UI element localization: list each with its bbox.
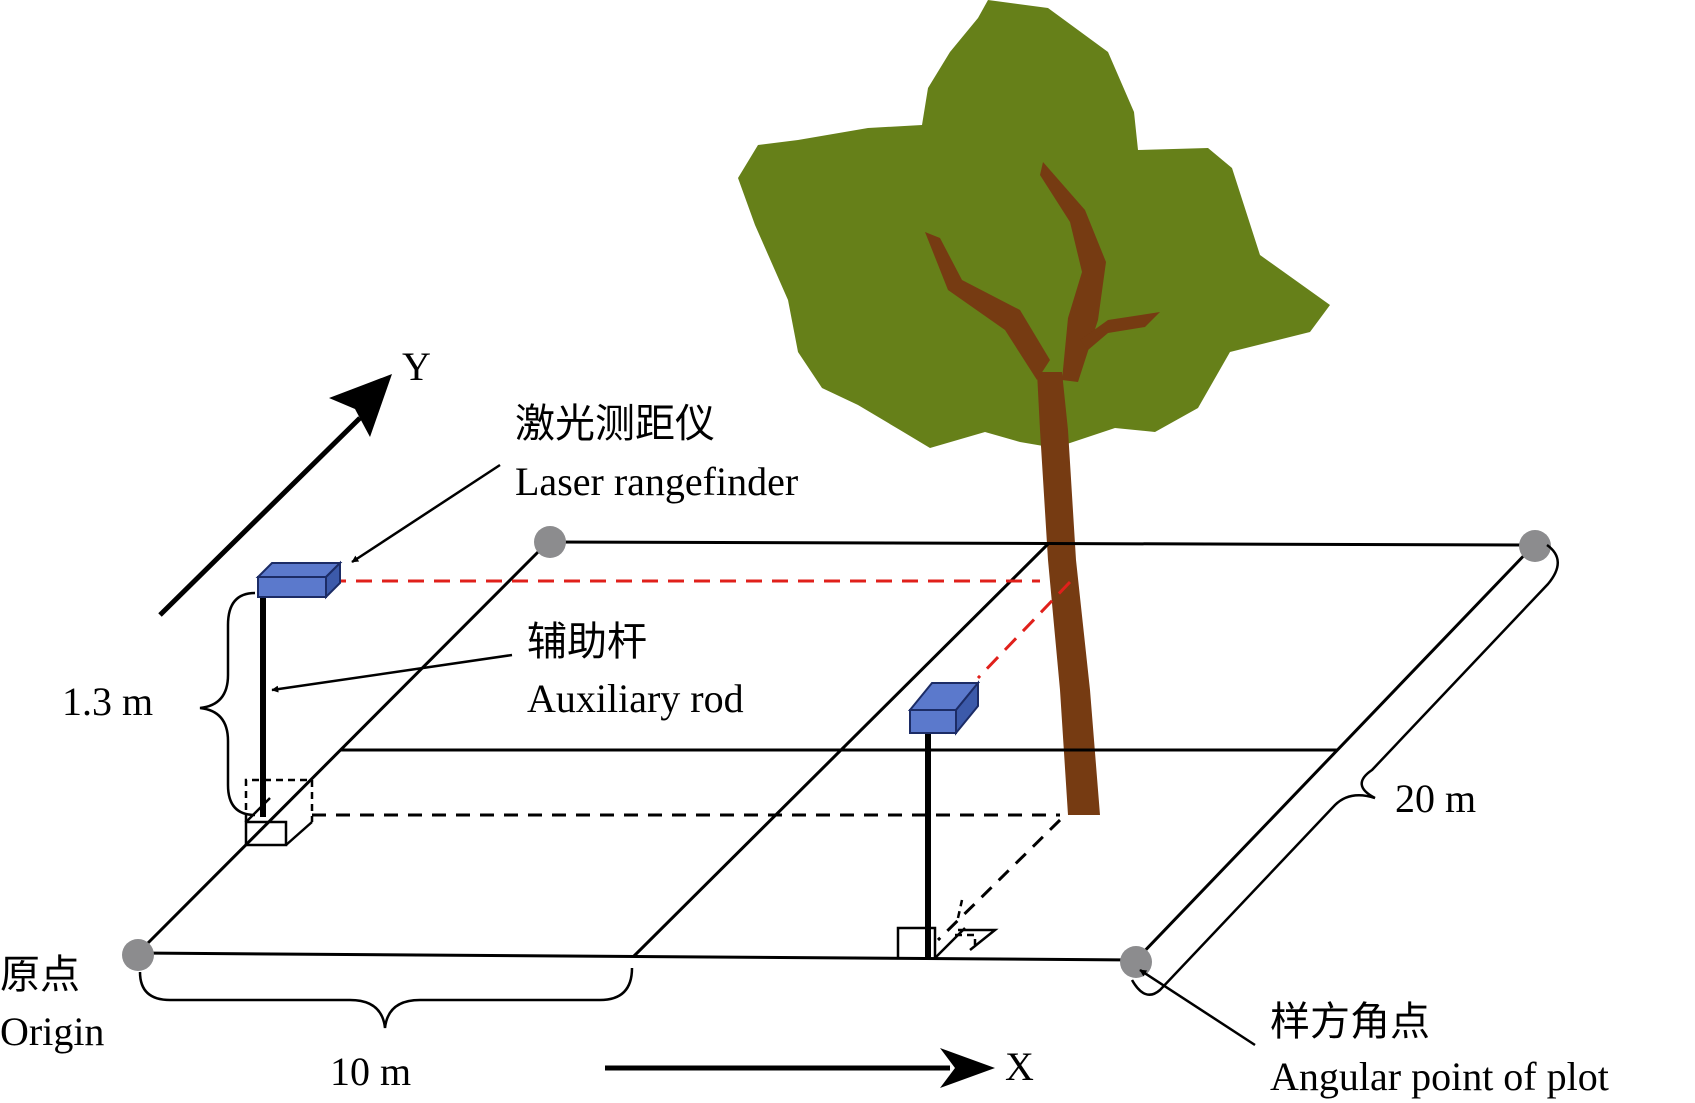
plot-outline [136,540,1536,962]
device-left-front [257,576,327,598]
rod-base-left [244,778,314,822]
tree [738,0,1330,815]
laser-rangefinder-left [255,560,343,600]
width-brace [138,967,634,1029]
plot-edge-right [1134,543,1536,962]
rod-base-left-outline [244,820,288,847]
rod-base-right-dash [955,899,977,945]
x-axis-label: X [1005,1044,1034,1089]
text-labels: Y X 激光测距仪 Laser rangefinder 辅助杆 Auxiliar… [0,344,1609,1099]
height-label: 1.3 m [62,679,153,724]
rod-pole-right [925,730,931,960]
laser-rangefinder-right [907,680,981,736]
rangefinder-callout-arrow [351,463,501,564]
corner-point-back-left [534,526,566,558]
auxiliary-rod-right [896,730,999,960]
rod-base-right-edge [934,927,966,959]
origin-label-cn: 原点 [0,952,80,998]
plot-edge-back [547,540,1535,547]
rod-base-left-edge [285,821,313,846]
projection-lines [312,813,1062,942]
corner-label-en: Angular point of plot [1270,1054,1609,1099]
rod-pole-left [260,592,266,817]
laser-lines [330,579,1072,680]
tree-canopy [738,0,1330,448]
length-label: 20 m [1395,776,1476,821]
plot-edge-left [136,540,550,955]
y-axis-arrowhead [329,374,392,437]
axis-arrows [158,374,995,1088]
device-right-side [955,680,979,736]
rod-base-right-hook [958,928,999,951]
tree-branch-center [1040,162,1106,382]
tree-trunk [1037,372,1100,815]
dimension-braces [138,543,1559,1029]
tree-branch-left [925,232,1050,380]
rangefinder-label-cn: 激光测距仪 [515,401,715,447]
tree-branch-right [1080,312,1160,350]
rod-callout-arrow [271,653,513,693]
origin-label-en: Origin [0,1009,104,1054]
x-axis-arrowhead [940,1048,995,1088]
corner-label-cn: 样方角点 [1270,999,1430,1045]
auxiliary-rod-left [244,592,314,847]
corner-callout-arrow [1139,968,1256,1047]
rod-label-cn: 辅助杆 [527,619,647,665]
rod-base-right [896,926,937,958]
rod-base-left-edge-2 [245,797,271,823]
height-brace [199,591,256,817]
laser-line-diagonal [976,580,1072,680]
y-axis-arrow-shaft [158,416,362,617]
rod-label-en: Auxiliary rod [527,676,744,721]
y-axis-label: Y [402,344,431,389]
length-brace [1130,543,1559,996]
callout-arrows [271,463,1256,1047]
corner-point-back-right [1519,530,1551,562]
corner-point-front-right [1120,946,1152,978]
projection-line-diagonal [936,818,1062,942]
rangefinder-label-en: Laser rangefinder [515,459,798,504]
corner-point-origin [122,939,154,971]
device-right-front [909,709,957,734]
width-label: 10 m [330,1049,411,1094]
device-left-side [325,560,341,600]
plot-edge-front [137,951,1137,962]
